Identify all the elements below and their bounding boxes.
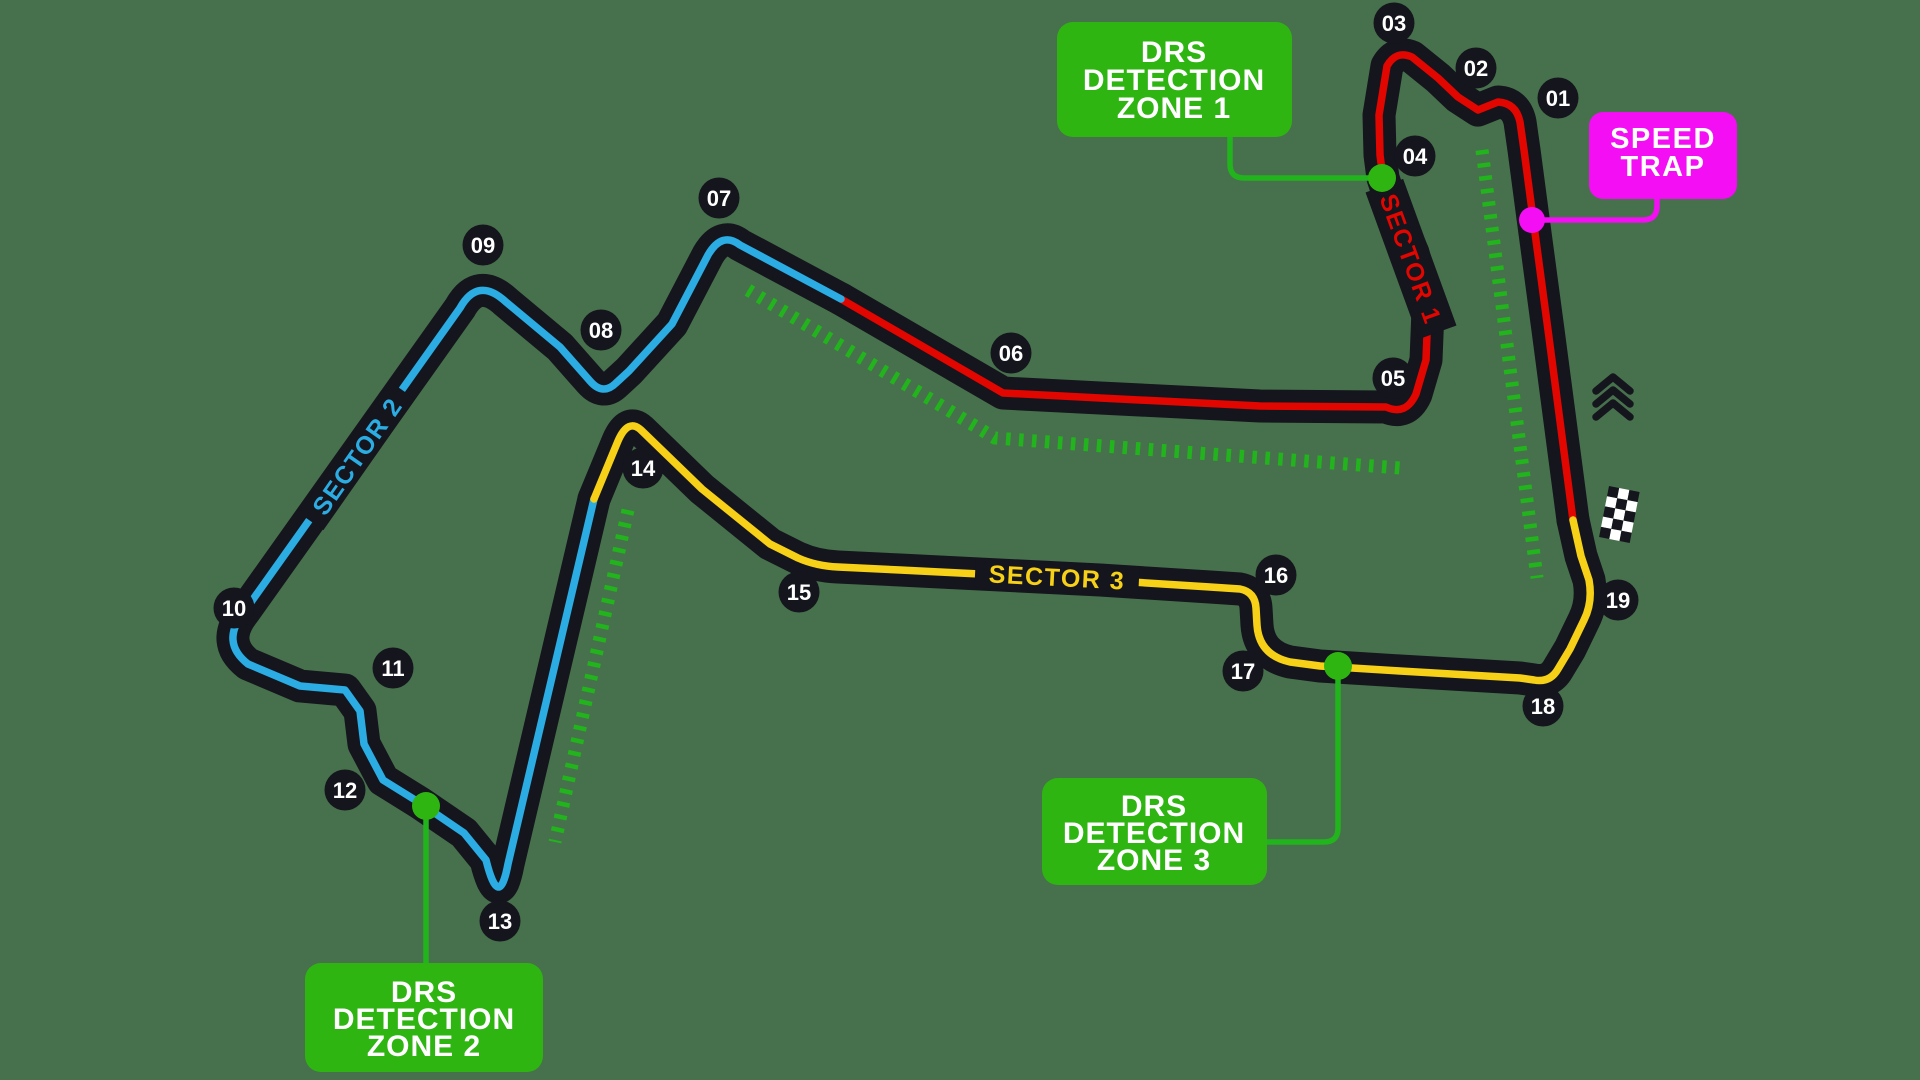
drs-dotted-line-left xyxy=(548,508,635,844)
svg-text:04: 04 xyxy=(1403,144,1428,169)
speed-trap-line1: SPEED xyxy=(1610,123,1716,155)
drs3-box xyxy=(1042,778,1267,885)
svg-text:12: 12 xyxy=(333,778,357,803)
flag-square xyxy=(1607,486,1620,499)
svg-text:01: 01 xyxy=(1546,86,1570,111)
flag-square xyxy=(1611,518,1624,531)
turn-badge-11: 11 xyxy=(372,647,414,689)
sector-1-band xyxy=(1365,178,1457,340)
flag-square xyxy=(1617,487,1630,501)
speed-trap-dot xyxy=(1519,207,1545,233)
svg-text:18: 18 xyxy=(1531,694,1555,719)
flag-square xyxy=(1625,500,1638,513)
drs1-line3: ZONE 1 xyxy=(1117,92,1231,125)
drs3-line1: DRS xyxy=(1121,790,1187,823)
flag-square xyxy=(1613,508,1626,521)
track-sector-lines xyxy=(229,51,1594,891)
drs1-line2: DETECTION xyxy=(1083,64,1265,97)
flag-square xyxy=(1615,498,1628,511)
flag-square xyxy=(1619,530,1632,543)
turn-badge-08: 08 xyxy=(580,309,622,351)
flag-square xyxy=(1621,520,1634,533)
flag-square xyxy=(1623,510,1636,523)
turn-badge-06: 06 xyxy=(990,332,1032,374)
drs2-detection-dot xyxy=(412,792,440,820)
speed-trap-box xyxy=(1589,112,1737,199)
drs-detection-zone-1-callout: DRS DETECTION ZONE 1 xyxy=(1057,22,1292,137)
sector-2-band xyxy=(298,381,416,531)
turn-badge-12: 12 xyxy=(324,769,366,811)
flag-square xyxy=(1599,526,1612,540)
turn-badge-05: 05 xyxy=(1372,357,1414,399)
sector-1-line xyxy=(837,51,1577,524)
chevrons-up-icon xyxy=(1592,373,1634,421)
turn-badge-19: 19 xyxy=(1597,579,1639,621)
drs2-line1: DRS xyxy=(391,976,457,1009)
sector-3-band xyxy=(974,557,1140,597)
drs3-line3: ZONE 3 xyxy=(1097,844,1211,877)
turn-badge-10: 10 xyxy=(213,587,255,629)
drs1-detection-dot xyxy=(1368,164,1396,192)
sector-2-line xyxy=(229,236,845,891)
svg-text:10: 10 xyxy=(222,596,246,621)
turn-badge-14: 14 xyxy=(622,447,664,489)
svg-text:03: 03 xyxy=(1382,11,1406,36)
turn-badges: 01 02 03 04 05 06 07 08 09 10 11 12 13 14 15 16 17 18 19 xyxy=(213,2,1639,942)
flag-square xyxy=(1627,489,1640,503)
drs-zone-dotted-lines xyxy=(548,149,1544,844)
turn-badge-15: 15 xyxy=(778,571,820,613)
svg-text:11: 11 xyxy=(381,656,404,681)
turn-badge-04: 04 xyxy=(1394,135,1436,177)
svg-text:05: 05 xyxy=(1381,366,1405,391)
svg-text:16: 16 xyxy=(1264,563,1288,588)
drs1-connector xyxy=(1227,137,1382,181)
svg-text:07: 07 xyxy=(707,186,731,211)
turn-badge-13: 13 xyxy=(479,900,521,942)
drs2-box xyxy=(305,963,543,1072)
turn-badge-17: 17 xyxy=(1222,650,1264,692)
turn-badge-16: 16 xyxy=(1255,554,1297,596)
flag-square xyxy=(1609,528,1622,542)
drs2-line2: DETECTION xyxy=(333,1003,515,1036)
svg-text:14: 14 xyxy=(631,456,656,481)
turn-badge-03: 03 xyxy=(1373,2,1415,44)
turn-badge-18: 18 xyxy=(1522,685,1564,727)
svg-text:08: 08 xyxy=(589,318,613,343)
svg-text:02: 02 xyxy=(1464,56,1488,81)
drs-dotted-line-top xyxy=(744,284,1401,475)
svg-text:09: 09 xyxy=(471,233,495,258)
flag-square xyxy=(1603,506,1616,519)
drs2-line3: ZONE 2 xyxy=(367,1030,481,1063)
svg-text:19: 19 xyxy=(1606,588,1630,613)
drs1-box xyxy=(1057,22,1292,137)
drs1-line1: DRS xyxy=(1141,36,1207,69)
turn-badge-01: 01 xyxy=(1537,77,1579,119)
callout-connectors xyxy=(423,137,1660,963)
checkered-flag-icon xyxy=(1599,486,1640,543)
svg-text:13: 13 xyxy=(488,909,512,934)
turn-badge-09: 09 xyxy=(462,224,504,266)
sector-3-line xyxy=(590,422,1594,685)
svg-text:17: 17 xyxy=(1231,659,1255,684)
turn-badge-02: 02 xyxy=(1455,47,1497,89)
flag-square xyxy=(1605,496,1618,509)
flag-square xyxy=(1601,516,1614,529)
drs3-line2: DETECTION xyxy=(1063,817,1245,850)
drs3-detection-dot xyxy=(1324,652,1352,680)
svg-text:06: 06 xyxy=(999,341,1023,366)
svg-text:15: 15 xyxy=(787,580,811,605)
marker-dots xyxy=(412,164,1545,820)
speed-trap-callout: SPEED TRAP xyxy=(1589,112,1737,199)
drs-detection-zone-3-callout: DRS DETECTION ZONE 3 xyxy=(1042,778,1267,885)
turn-badge-07: 07 xyxy=(698,177,740,219)
speed-trap-connector xyxy=(1532,199,1660,223)
drs-detection-zone-2-callout: DRS DETECTION ZONE 2 xyxy=(305,963,543,1072)
drs3-connector xyxy=(1267,666,1341,845)
speed-trap-line2: TRAP xyxy=(1621,151,1706,183)
